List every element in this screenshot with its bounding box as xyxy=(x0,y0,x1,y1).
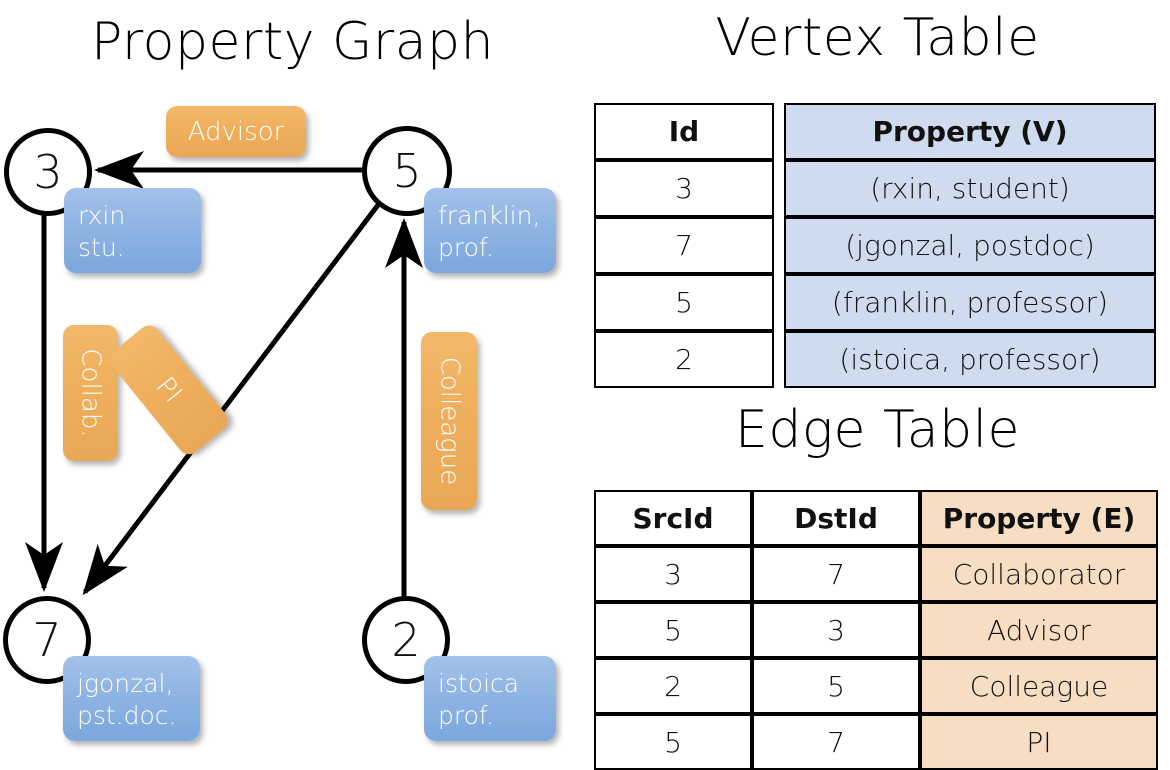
vertex-row-2-id: 5 xyxy=(594,274,774,331)
vertex-table-column-gap xyxy=(774,160,784,217)
table-row[interactable]: 5 3 Advisor xyxy=(594,602,1158,658)
edge-label-colleague: Colleague xyxy=(421,332,477,510)
edge-row-0-dst: 7 xyxy=(752,546,920,602)
table-row[interactable]: 7 (jgonzal, postdoc) xyxy=(594,217,1156,274)
edge-label-advisor: Advisor xyxy=(166,106,306,157)
vertex-property-badge-2: istoica prof. xyxy=(424,656,556,741)
vertex-property-3-line1: rxin xyxy=(78,201,126,230)
edge-label-collab: Collab. xyxy=(63,325,118,461)
vertex-table-header-row: Id Property (V) xyxy=(594,103,1156,160)
vertex-property-badge-3: rxin stu. xyxy=(64,188,201,273)
vertex-row-3-id: 2 xyxy=(594,331,774,388)
vertex-row-1-property: (jgonzal, postdoc) xyxy=(784,217,1156,274)
edge-row-1-src: 5 xyxy=(594,602,752,658)
graph-node-2[interactable]: 2 xyxy=(362,596,450,684)
edge-label-pi-text: PI xyxy=(149,371,189,409)
table-row[interactable]: 3 7 Collaborator xyxy=(594,546,1158,602)
vertex-table-column-gap xyxy=(774,217,784,274)
edge-row-0-property: Collaborator xyxy=(920,546,1158,602)
graph-edges-layer xyxy=(24,150,424,598)
edge-label-collab-text: Collab. xyxy=(75,348,106,438)
graph-node-5-label: 5 xyxy=(392,144,422,198)
edge-row-3-property: PI xyxy=(920,714,1158,770)
vertex-property-7-line1: jgonzal, xyxy=(77,669,174,698)
vertex-property-2-line2: prof. xyxy=(438,701,494,730)
table-row[interactable]: 2 5 Colleague xyxy=(594,658,1158,714)
vertex-table-header-id: Id xyxy=(594,103,774,160)
table-row[interactable]: 3 (rxin, student) xyxy=(594,160,1156,217)
table-row[interactable]: 5 (franklin, professor) xyxy=(594,274,1156,331)
vertex-table-column-gap xyxy=(774,103,784,160)
vertex-property-3-line2: stu. xyxy=(78,233,125,262)
vertex-property-5-line2: prof. xyxy=(438,233,494,262)
vertex-property-badge-7: jgonzal, pst.doc. xyxy=(63,656,200,741)
graph-node-2-label: 2 xyxy=(391,613,421,667)
vertex-property-5-line1: franklin, xyxy=(438,201,541,230)
vertex-row-0-property: (rxin, student) xyxy=(784,160,1156,217)
vertex-row-1-id: 7 xyxy=(594,217,774,274)
page-title-edge-table: Edge Table xyxy=(734,400,1021,460)
table-row[interactable]: 2 (istoica, professor) xyxy=(594,331,1156,388)
vertex-row-0-id: 3 xyxy=(594,160,774,217)
edge-row-3-dst: 7 xyxy=(752,714,920,770)
page-title-property-graph: Property Graph xyxy=(90,12,495,72)
vertex-table-column-gap xyxy=(774,331,784,388)
graph-node-5[interactable]: 5 xyxy=(362,126,452,216)
edge-table-header-row: SrcId DstId Property (E) xyxy=(594,490,1158,546)
graph-node-3-label: 3 xyxy=(33,145,63,199)
vertex-table: Id Property (V) 3 (rxin, student) 7 (jgo… xyxy=(594,103,1156,388)
edge-row-2-dst: 5 xyxy=(752,658,920,714)
graph-node-7-label: 7 xyxy=(32,613,62,667)
vertex-property-badge-5: franklin, prof. xyxy=(424,188,556,273)
vertex-property-2-line1: istoica xyxy=(438,669,520,698)
edge-table-header-dstid: DstId xyxy=(752,490,920,546)
edge-table-header-srcid: SrcId xyxy=(594,490,752,546)
page-title-vertex-table: Vertex Table xyxy=(715,8,1040,68)
vertex-row-2-property: (franklin, professor) xyxy=(784,274,1156,331)
edge-row-1-property: Advisor xyxy=(920,602,1158,658)
edge-row-0-src: 3 xyxy=(594,546,752,602)
table-row[interactable]: 5 7 PI xyxy=(594,714,1158,770)
edge-table-header-property: Property (E) xyxy=(920,490,1158,546)
edge-label-advisor-text: Advisor xyxy=(187,116,285,147)
edge-row-2-property: Colleague xyxy=(920,658,1158,714)
vertex-table-header-property: Property (V) xyxy=(784,103,1156,160)
edge-label-colleague-text: Colleague xyxy=(434,356,465,486)
edge-row-3-src: 5 xyxy=(594,714,752,770)
vertex-table-column-gap xyxy=(774,274,784,331)
edge-row-1-dst: 3 xyxy=(752,602,920,658)
edge-5-to-7-pi xyxy=(82,203,380,596)
vertex-property-7-line2: pst.doc. xyxy=(77,701,177,730)
vertex-row-3-property: (istoica, professor) xyxy=(784,331,1156,388)
edge-table: SrcId DstId Property (E) 3 7 Collaborato… xyxy=(594,490,1158,770)
edge-row-2-src: 2 xyxy=(594,658,752,714)
